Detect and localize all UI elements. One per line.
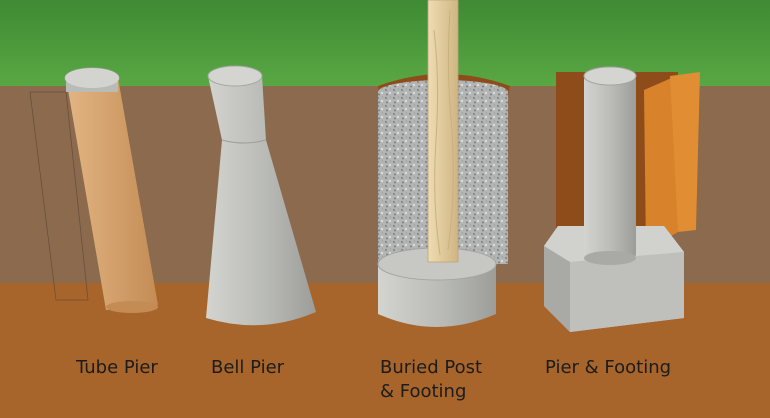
pier-and-footing — [544, 66, 700, 332]
tube-pier-label: Tube Pier — [76, 357, 158, 378]
bell-pier-label: Bell Pier — [211, 357, 285, 378]
buried-post-footing — [377, 0, 510, 327]
pier-footing-label: Pier & Footing — [545, 357, 672, 378]
bell-pier — [206, 65, 316, 326]
tube-pier — [29, 67, 158, 313]
buried-post-footing-label: Buried Post & Footing — [380, 357, 483, 402]
